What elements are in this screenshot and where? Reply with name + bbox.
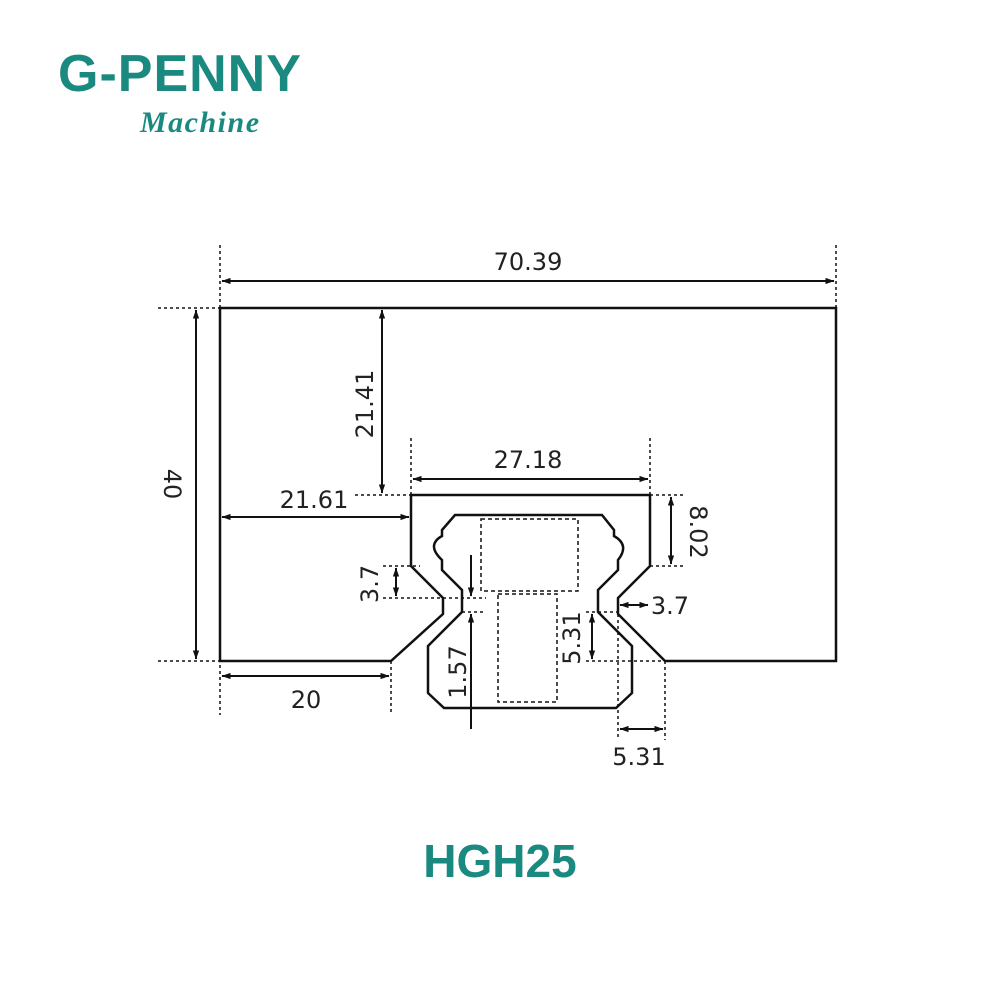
dim-overall-height: 40 <box>158 469 186 500</box>
dim-rail-width: 27.18 <box>494 446 563 474</box>
dim-left-to-rail: 21.61 <box>280 486 349 514</box>
dimension-lines <box>192 277 835 733</box>
model-title: HGH25 <box>423 835 577 887</box>
dim-overall-width: 70.39 <box>494 248 563 276</box>
block-outline <box>218 306 838 663</box>
dim-rail-top-depth: 8.02 <box>684 505 712 558</box>
rail-profile <box>426 513 634 710</box>
counterbore-hidden <box>480 518 579 592</box>
dim-neck-left: 3.7 <box>356 565 384 603</box>
brand-logo: G-PENNY <box>58 45 302 103</box>
dim-lower-width: 5.31 <box>612 743 665 771</box>
dim-top-to-rail: 21.41 <box>351 370 379 439</box>
dim-bottom-left: 20 <box>291 686 322 714</box>
extension-lines <box>158 245 837 740</box>
dim-neck-offset: 1.57 <box>444 645 472 698</box>
dim-neck-right: 3.7 <box>651 592 689 620</box>
dim-lower-depth: 5.31 <box>558 611 586 664</box>
bolt-hole-hidden <box>497 593 558 703</box>
brand-tagline: Machine <box>140 106 261 139</box>
